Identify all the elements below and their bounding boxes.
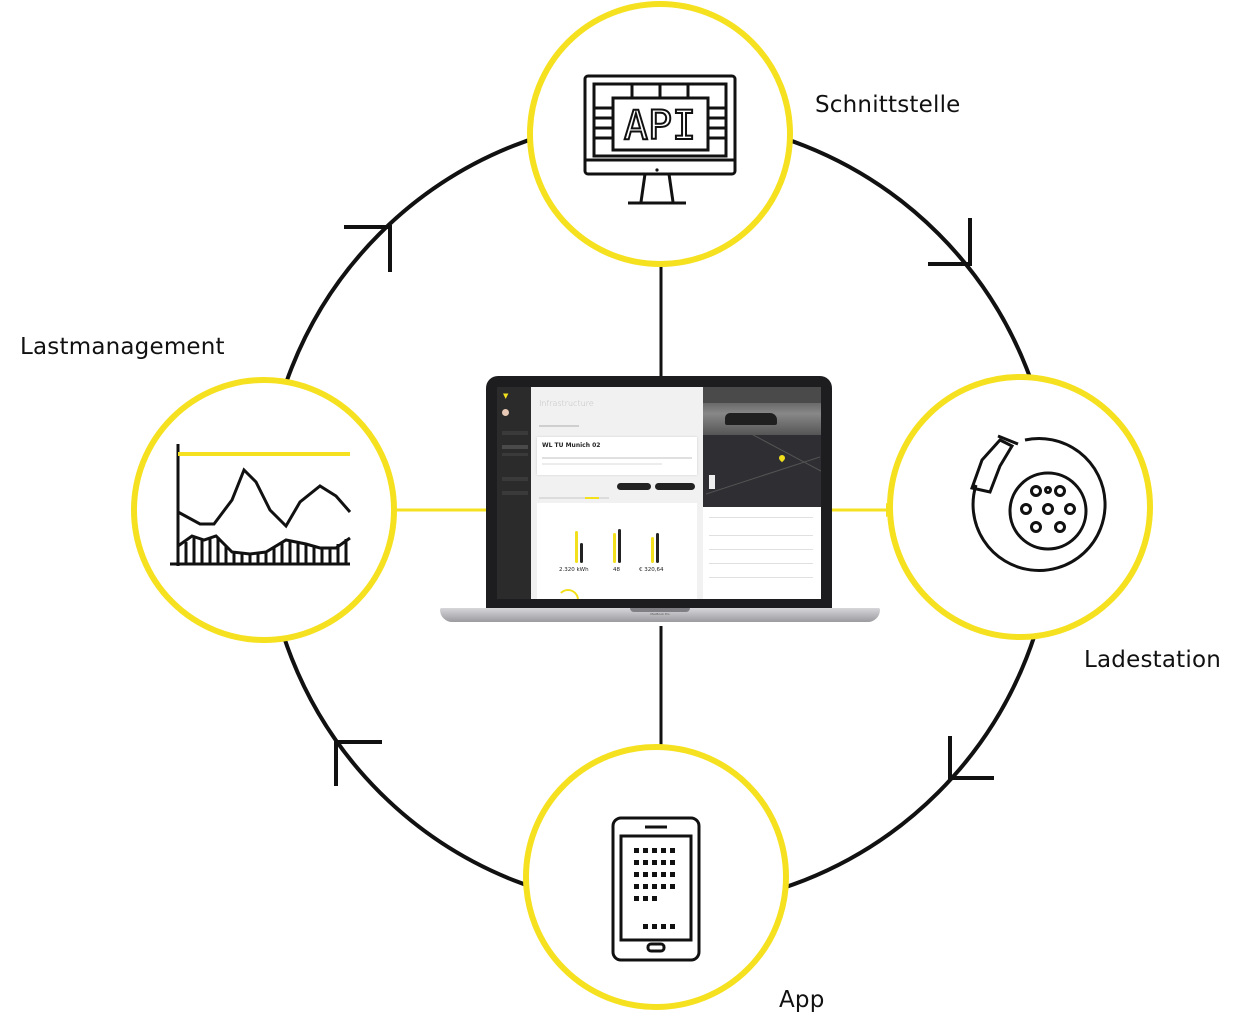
action-button [617,483,651,490]
dashboard-main: Infrastructure WL TU Munich 02 [531,387,703,599]
cycle-arrow-bottom-left [334,740,382,786]
node-load [131,377,397,643]
dashboard-sidebar: ▼ [497,387,531,599]
station-card-title: WL TU Munich 02 [542,442,601,449]
station-map [703,435,821,507]
stat-bar [613,533,616,563]
smartphone-app-icon [611,816,701,962]
list-divider [709,563,813,564]
action-button [655,483,695,490]
sidebar-item [502,453,528,456]
label-ladestation: Ladestation [1084,647,1222,673]
station-card: WL TU Munich 02 [537,437,697,475]
map-pin-icon [777,453,787,463]
stat-bar [651,537,654,563]
sidebar-item [502,477,528,481]
stat-sessions: 48 [613,567,620,573]
node-charging [887,374,1153,640]
card-meta [542,463,662,465]
sidebar-item-active [502,445,528,449]
station-photo [703,387,821,435]
label-lastmanagement: Lastmanagement [20,334,225,360]
stat-bar [618,529,621,563]
ev-charging-connector-icon [970,434,1107,572]
cycle-arrow-top-right [928,218,972,266]
stat-bar [580,543,583,563]
breadcrumb [539,425,579,427]
stat-bar [656,533,659,563]
laptop-lid: ▼ Infrastructure WL TU Munich 02 [486,376,832,610]
card-meta [542,457,692,459]
car-shape [725,413,777,425]
cycle-arrow-top-left [344,225,392,272]
list-divider [709,549,813,550]
sidebar-item [502,491,528,495]
tab-active-indicator [585,497,599,499]
laptop-illustration: ▼ Infrastructure WL TU Munich 02 [440,376,880,630]
avatar [502,409,509,416]
list-divider [709,517,813,518]
list-divider [709,577,813,578]
laptop-base [440,608,880,622]
laptop-screen: ▼ Infrastructure WL TU Munich 02 [497,387,821,599]
map-road [705,456,821,495]
label-schnittstelle: Schnittstelle [815,92,961,118]
stat-energy: 2.320 kWh [559,567,589,573]
api-monitor-icon [583,74,737,205]
logo-icon: ▼ [503,392,509,400]
sessions-list [703,507,821,599]
app-grid-dots [634,848,675,929]
laptop-brand: MacBook Pro [650,612,670,616]
map-road [719,435,821,475]
stats-panel: 2.320 kWh 48 € 320,64 [537,503,697,599]
line-chart-bars [184,537,348,564]
map-zoom-control [709,475,715,489]
list-divider [709,535,813,536]
sidebar-item [502,431,528,435]
building-facade [703,387,821,403]
cycle-arrow-bottom-right [948,736,994,780]
stat-bar [575,531,578,563]
api-icon-text: API [624,103,696,149]
gauge [557,589,579,599]
stat-revenue: € 320,64 [639,567,664,573]
node-api [527,1,793,267]
tab-bar [539,497,609,499]
label-app: App [779,987,825,1013]
laptop-notch [630,608,690,612]
page-title: Infrastructure [539,399,594,408]
